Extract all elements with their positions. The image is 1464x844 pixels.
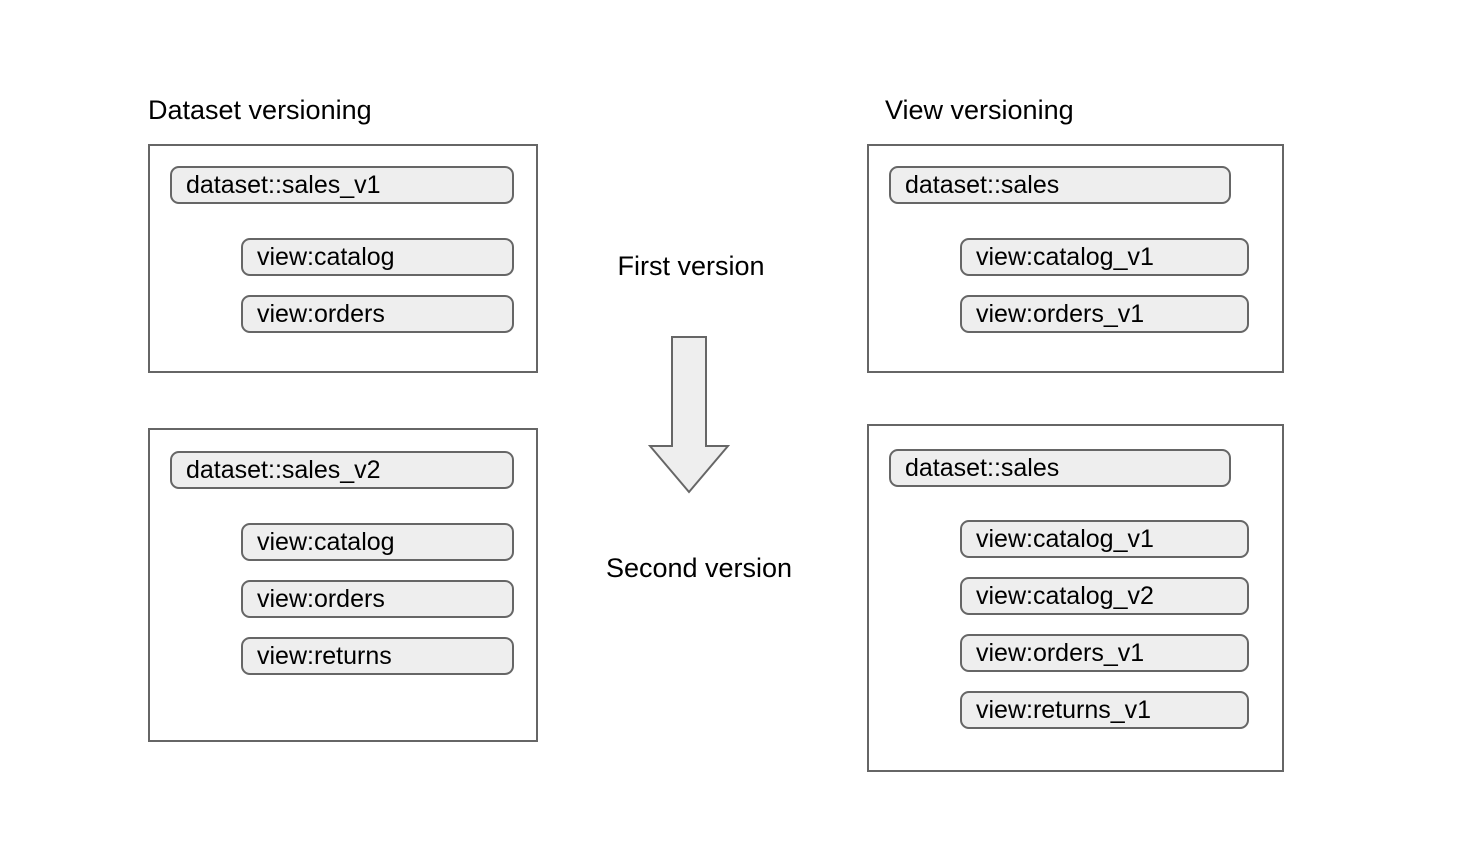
pill-dataset-sales[interactable]: dataset::sales (889, 449, 1231, 487)
pill-view-returns[interactable]: view:returns (241, 637, 514, 675)
column-title-view-versioning: View versioning (885, 95, 1074, 125)
pill-label: view:orders (257, 585, 385, 613)
pill-label: view:orders (257, 300, 385, 328)
center-label-second-version: Second version (605, 553, 793, 583)
pill-label: dataset::sales_v2 (186, 456, 381, 484)
column-title-dataset-versioning: Dataset versioning (148, 95, 372, 125)
pill-label: view:catalog_v1 (976, 525, 1154, 553)
pill-label: view:returns_v1 (976, 696, 1152, 724)
pill-view-catalog-v1[interactable]: view:catalog_v1 (960, 238, 1249, 276)
pill-view-catalog[interactable]: view:catalog (241, 238, 514, 276)
pill-label: view:orders_v1 (976, 300, 1145, 328)
pill-view-orders[interactable]: view:orders (241, 580, 514, 618)
pill-view-catalog-v2[interactable]: view:catalog_v2 (960, 577, 1249, 615)
pill-label: view:catalog_v1 (976, 243, 1154, 271)
pill-dataset-sales-v1[interactable]: dataset::sales_v1 (170, 166, 514, 204)
pill-label: view:catalog (257, 243, 395, 271)
pill-view-orders-v1[interactable]: view:orders_v1 (960, 634, 1249, 672)
down-arrow-icon (648, 336, 730, 494)
pill-view-catalog-v1[interactable]: view:catalog_v1 (960, 520, 1249, 558)
pill-label: view:catalog (257, 528, 395, 556)
pill-label: dataset::sales (905, 171, 1060, 199)
pill-view-catalog[interactable]: view:catalog (241, 523, 514, 561)
pill-dataset-sales-v2[interactable]: dataset::sales_v2 (170, 451, 514, 489)
pill-label: view:orders_v1 (976, 639, 1145, 667)
pill-dataset-sales[interactable]: dataset::sales (889, 166, 1231, 204)
pill-view-orders[interactable]: view:orders (241, 295, 514, 333)
center-label-first-version: First version (617, 251, 765, 281)
pill-label: dataset::sales_v1 (186, 171, 381, 199)
pill-label: dataset::sales (905, 454, 1060, 482)
pill-view-returns-v1[interactable]: view:returns_v1 (960, 691, 1249, 729)
pill-label: view:catalog_v2 (976, 582, 1154, 610)
pill-view-orders-v1[interactable]: view:orders_v1 (960, 295, 1249, 333)
pill-label: view:returns (257, 642, 392, 670)
